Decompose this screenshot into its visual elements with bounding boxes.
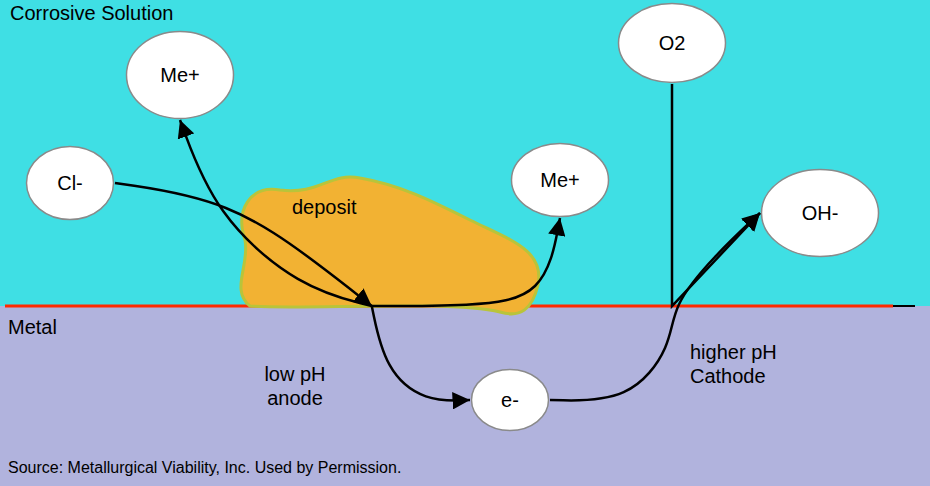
circle-outline: [27, 147, 114, 220]
ion-circle: Me+: [125, 30, 235, 120]
species-label: deposit: [292, 196, 357, 219]
electron-circle: e-: [470, 368, 550, 432]
source-note: Source: Metallurgical Viability, Inc. Us…: [8, 458, 401, 477]
band-rect: [0, 306, 930, 486]
anode-label: low pH anode: [245, 362, 345, 410]
circle-outline: [472, 370, 549, 431]
ion-circle: OH-: [760, 168, 880, 258]
species-label: Me+: [540, 169, 579, 192]
solution-band: Me+ Cl-deposit Me+ O2OH- Corrosive Solution: [0, 0, 930, 306]
circle-outline: [127, 32, 234, 119]
species-label: OH-: [802, 202, 839, 225]
molecule-circle: O2: [617, 2, 727, 84]
region-name: Metal: [8, 316, 57, 339]
cathode-label: higher pH Cathode: [690, 340, 810, 388]
band-fill: [0, 0, 930, 306]
circle-outline: [512, 144, 609, 217]
species-label: O2: [659, 32, 686, 55]
deposit-outline: [241, 177, 539, 314]
deposit-shape: [230, 170, 545, 320]
ion-circle: Me+: [510, 142, 610, 218]
circle-outline: [762, 170, 879, 257]
species-label: Cl-: [57, 172, 83, 195]
ion-circle: Cl-: [25, 145, 115, 221]
circle-outline: [619, 4, 726, 83]
species-label: Me+: [160, 64, 199, 87]
deposit-blob: deposit: [230, 170, 545, 320]
species-label: e-: [501, 389, 519, 412]
surface-line-end: [893, 305, 915, 307]
region-name: Corrosive Solution: [10, 2, 173, 25]
